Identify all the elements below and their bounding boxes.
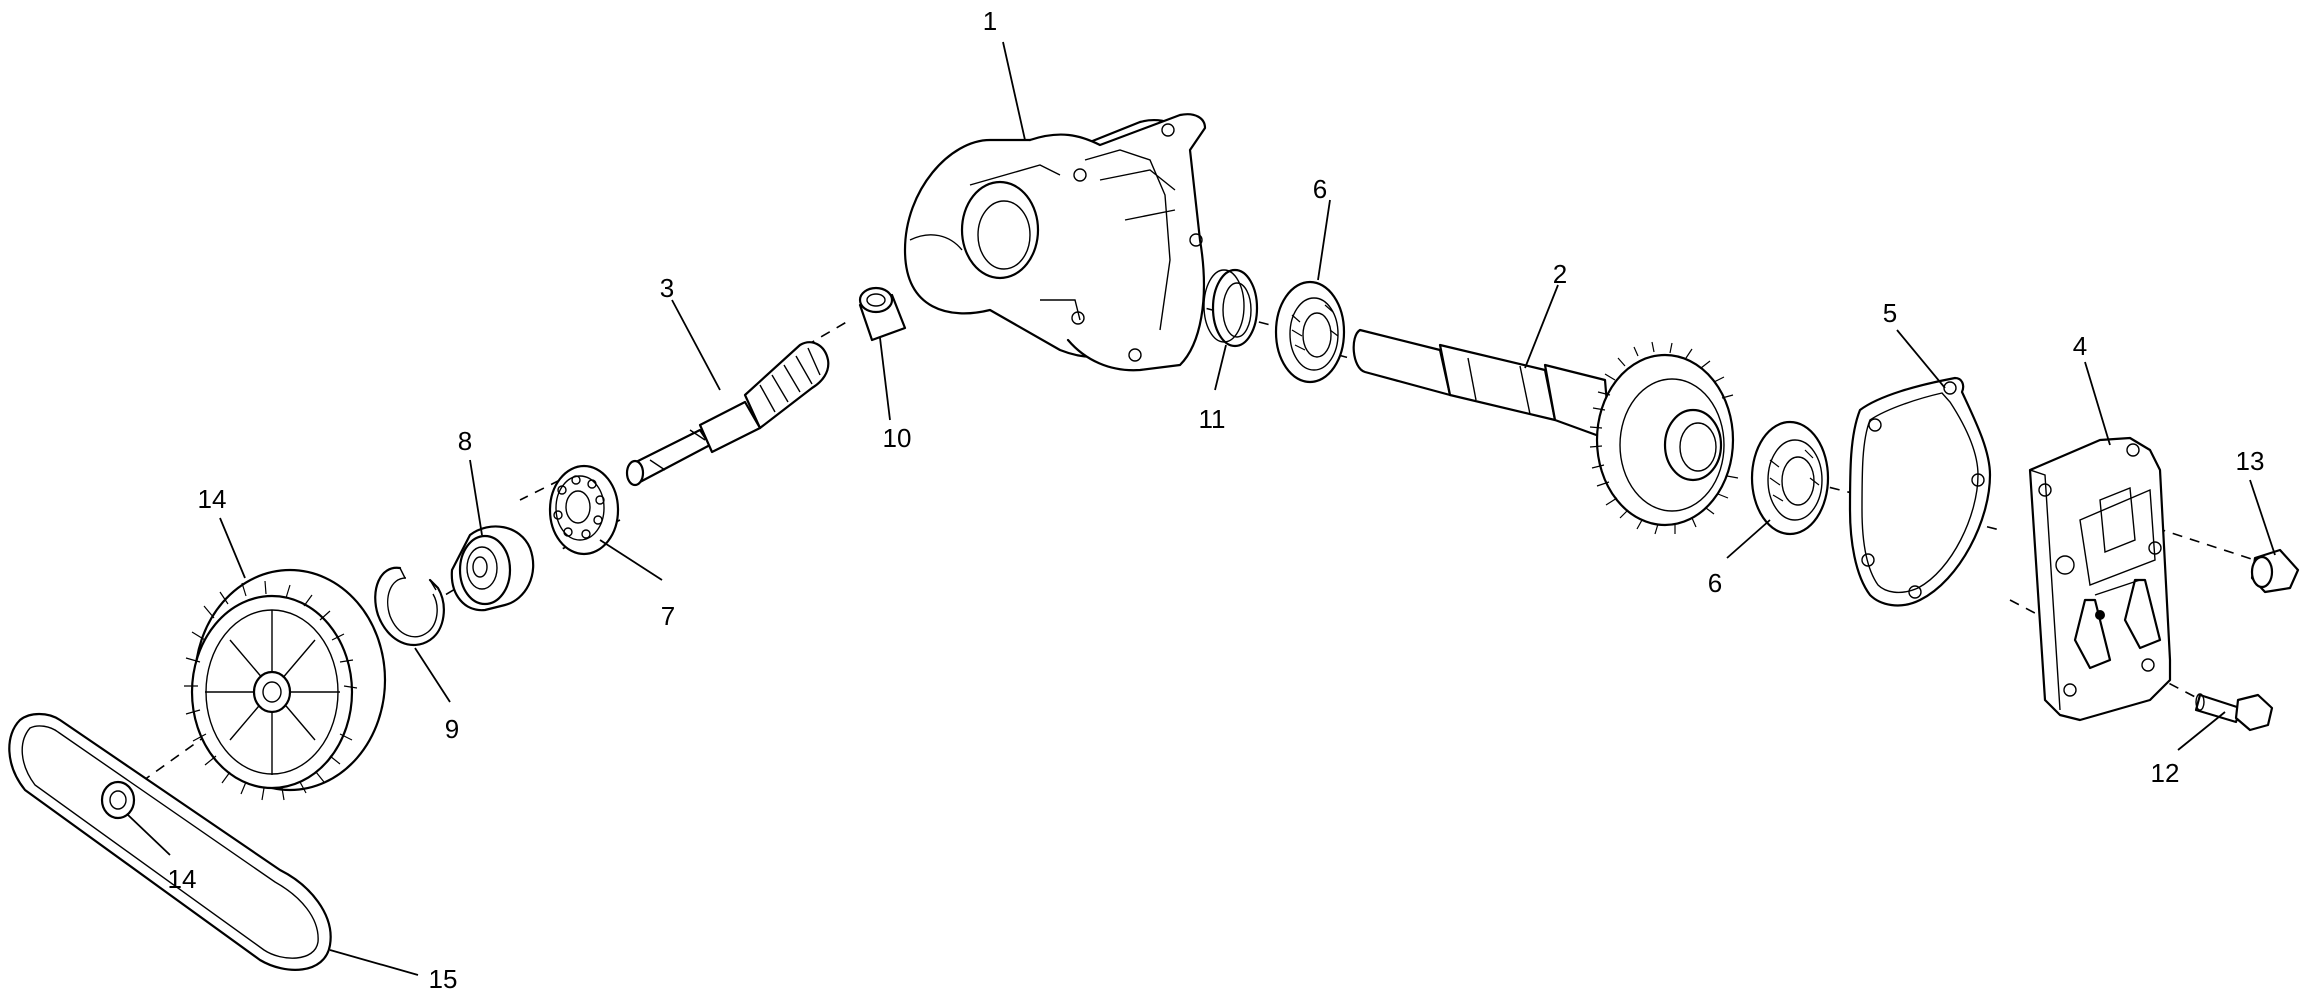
callout-7: 7	[661, 601, 675, 631]
callout-1: 1	[983, 6, 997, 36]
hex-bolt-part	[2194, 693, 2274, 732]
ball-bearing-part	[548, 464, 620, 556]
callout-labels: 1 6 2 3 5 4 13 8 14 10 11 7 6 9 12 14 15	[168, 6, 2265, 994]
callout-15: 15	[429, 964, 458, 994]
oil-seal-right-part	[1750, 420, 1830, 536]
callout-5: 5	[1883, 298, 1897, 328]
callout-13: 13	[2236, 446, 2265, 476]
callout-9: 9	[445, 714, 459, 744]
gasket-part	[1848, 376, 1992, 607]
callout-14-belt: 14	[168, 864, 197, 894]
callout-11: 11	[1199, 404, 1226, 434]
retaining-ring-part	[374, 566, 445, 646]
end-plate-part	[2028, 436, 2172, 722]
callout-6-right: 6	[1708, 568, 1722, 598]
belt-part	[8, 712, 332, 971]
callout-14-pulley: 14	[198, 484, 227, 514]
pulley-part	[184, 568, 387, 801]
leader-lines	[127, 41, 2276, 976]
seal-ring-part	[1203, 268, 1259, 348]
ball-bearing-small-part	[450, 525, 535, 612]
oil-seal-top-part	[1274, 280, 1346, 384]
callout-3: 3	[660, 273, 674, 303]
callout-2: 2	[1553, 259, 1567, 289]
callout-10: 10	[883, 423, 912, 453]
callout-6-top: 6	[1313, 174, 1327, 204]
callout-4: 4	[2073, 331, 2087, 361]
housing-part	[903, 113, 1207, 372]
worm-shaft-part	[625, 341, 830, 487]
output-shaft-gear-part	[1352, 328, 1739, 535]
callout-12: 12	[2151, 758, 2180, 788]
callout-8: 8	[458, 426, 472, 456]
bushing-part	[858, 286, 907, 342]
plug-part	[2250, 548, 2300, 594]
